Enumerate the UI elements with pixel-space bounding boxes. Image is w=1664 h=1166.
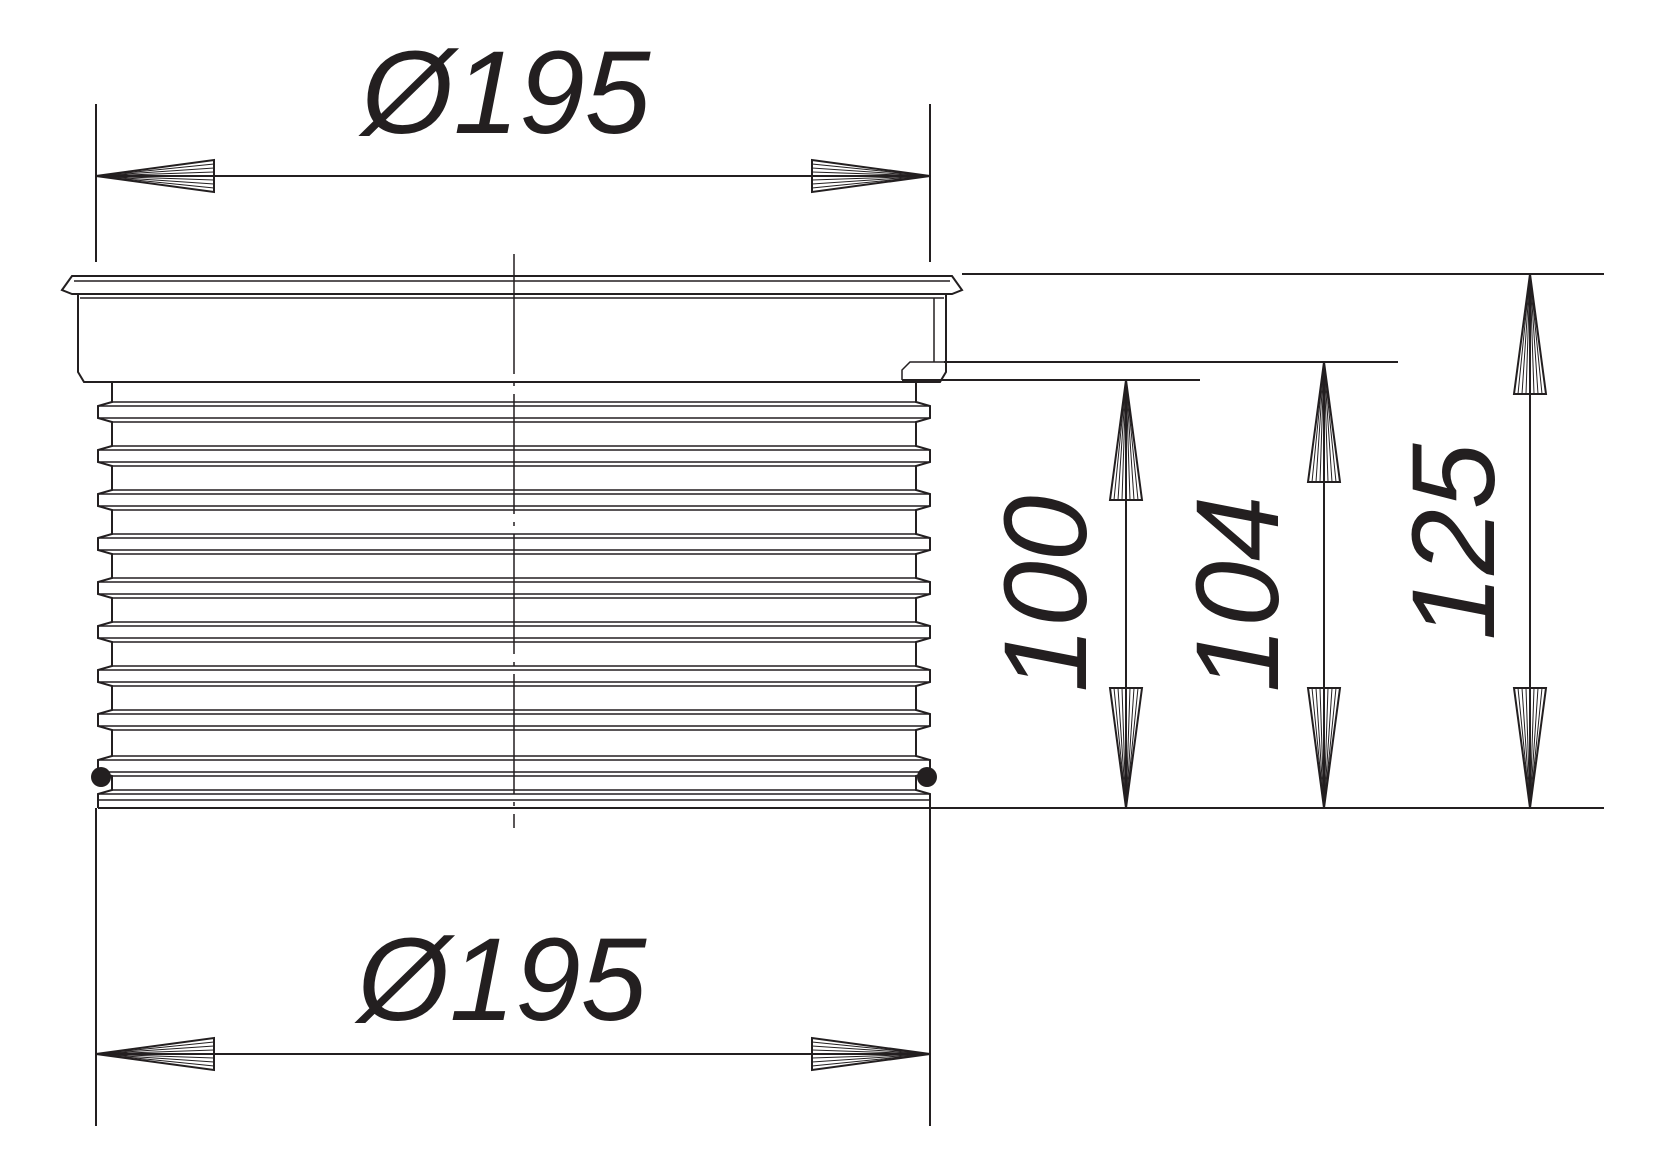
arrowhead-left bbox=[95, 1036, 215, 1072]
o-ring-right bbox=[917, 767, 937, 787]
top-diameter-dimension: Ø195 bbox=[95, 27, 931, 262]
bottom-diameter-label: Ø195 bbox=[354, 914, 647, 1046]
arrowhead-left bbox=[95, 158, 215, 194]
height-100-dimension: 100 bbox=[980, 379, 1144, 809]
arrowhead-up bbox=[1512, 273, 1548, 395]
arrowhead-down bbox=[1512, 687, 1548, 809]
arrowhead-up bbox=[1306, 361, 1342, 483]
arrowhead-right bbox=[811, 158, 931, 194]
height-104-label: 104 bbox=[1172, 496, 1304, 693]
arrowhead-down bbox=[1306, 687, 1342, 809]
height-125-label: 125 bbox=[1388, 443, 1520, 640]
height-100-label: 100 bbox=[980, 496, 1112, 693]
part-outline bbox=[60, 254, 964, 828]
height-extension-lines bbox=[902, 273, 1604, 809]
top-collar bbox=[77, 294, 947, 383]
arrowhead-down bbox=[1108, 687, 1144, 809]
height-104-dimension: 104 bbox=[1172, 361, 1342, 809]
arrowhead-up bbox=[1108, 379, 1144, 501]
top-diameter-label: Ø195 bbox=[358, 27, 651, 159]
height-125-dimension: 125 bbox=[1388, 273, 1548, 809]
bottom-diameter-dimension: Ø195 bbox=[95, 808, 931, 1126]
arrowhead-right bbox=[811, 1036, 931, 1072]
top-flange bbox=[60, 275, 964, 295]
o-ring-left bbox=[91, 767, 111, 787]
